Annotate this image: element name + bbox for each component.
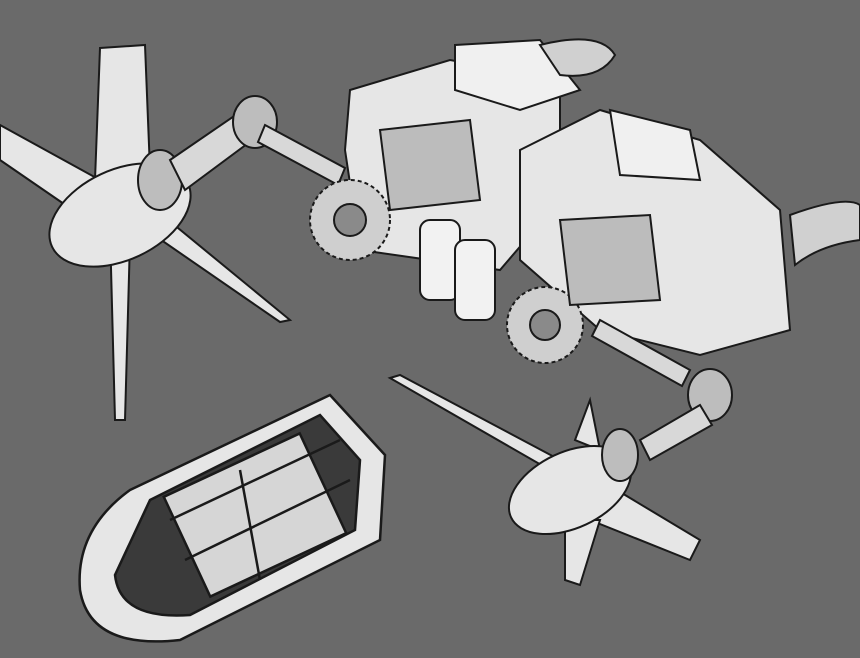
right-propeller [387,373,702,587]
rear-engine [506,108,860,364]
propeller-blade-top [93,43,152,182]
nacelle-cutaway [78,393,387,643]
right-drive-shaft [590,318,733,462]
front-engine [309,38,617,321]
propeller-spinner [601,428,639,482]
left-propeller [0,43,293,421]
